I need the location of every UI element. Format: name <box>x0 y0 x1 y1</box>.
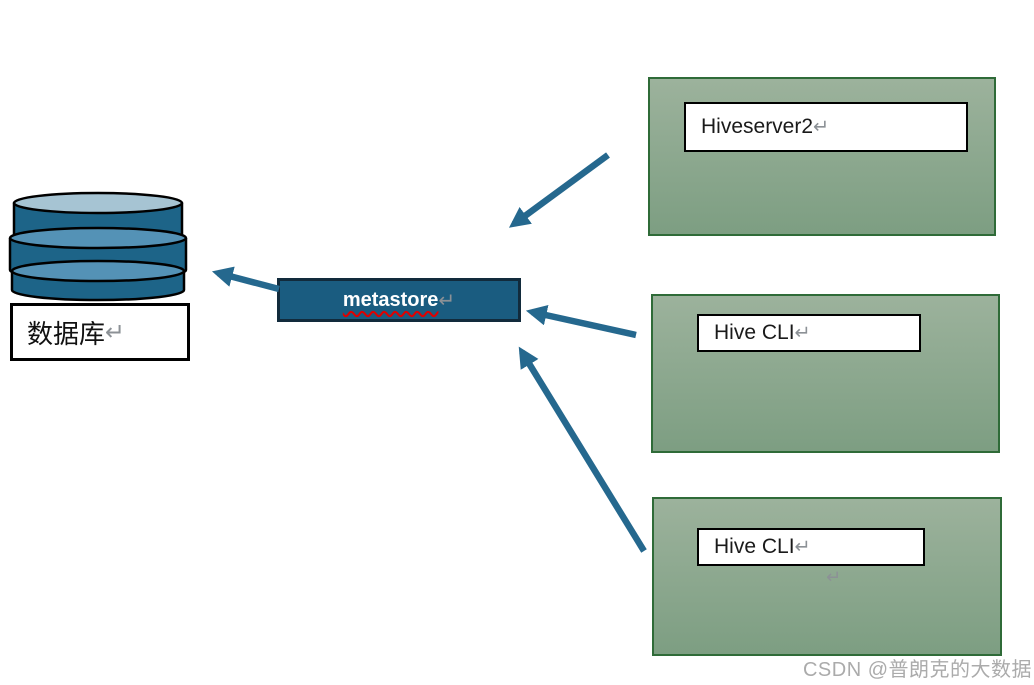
metastore-box: metastore↵ <box>277 278 521 322</box>
client-box-hiveserver2: Hiveserver2↵ <box>648 77 996 236</box>
arrow-metastore-to-database <box>211 266 280 293</box>
hive-cli-1-label: Hive CLI <box>714 321 795 344</box>
paragraph-return-icon: ↵ <box>826 567 842 587</box>
paragraph-return-icon: ↵ <box>794 323 811 344</box>
client-box-hive-cli-2: Hive CLI↵ ↵ <box>652 497 1002 656</box>
client-box-hive-cli-1: Hive CLI↵ <box>651 294 1000 453</box>
database-cylinder-icon <box>8 191 188 302</box>
hive-cli-2-label-box: Hive CLI↵ <box>697 528 925 566</box>
arrow-hivecli2-to-metastore <box>518 346 647 553</box>
paragraph-return-icon: ↵ <box>105 318 126 346</box>
paragraph-return-icon: ↵ <box>438 289 456 312</box>
metastore-label: metastore <box>342 288 439 311</box>
arrow-hivecli1-to-metastore <box>525 304 637 339</box>
hiveserver2-label: Hiveserver2 <box>701 115 814 138</box>
database-label-box: 数据库↵ <box>10 303 190 361</box>
watermark-text: CSDN @普朗克的大数据 <box>802 659 1032 681</box>
hive-cli-2-label: Hive CLI <box>714 535 795 558</box>
paragraph-return-icon: ↵ <box>794 537 811 558</box>
hive-cli-1-label-box: Hive CLI↵ <box>697 314 921 352</box>
database-label: 数据库 <box>27 318 106 349</box>
paragraph-return-icon: ↵ <box>813 117 830 138</box>
hiveserver2-label-box: Hiveserver2↵ <box>684 102 968 152</box>
arrow-hiveserver2-to-metastore <box>508 152 610 228</box>
